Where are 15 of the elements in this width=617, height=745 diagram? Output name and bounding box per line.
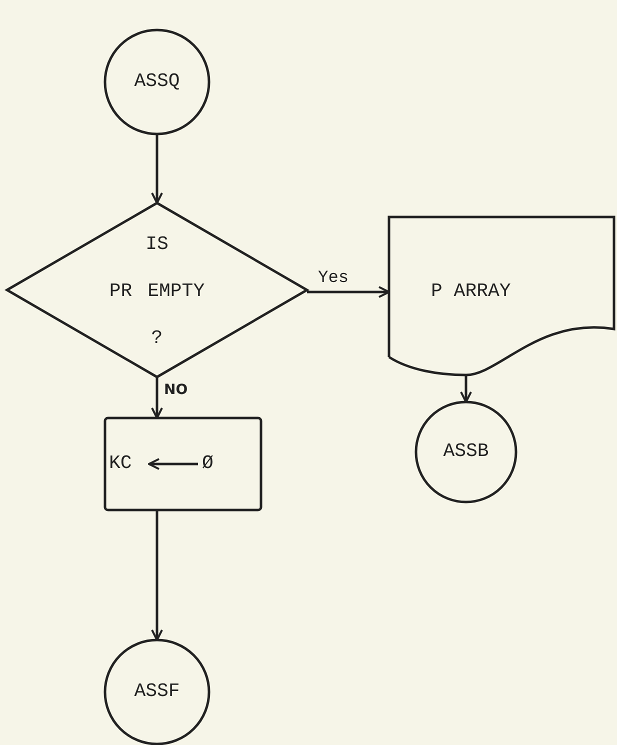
arrow [151, 377, 163, 419]
node-label: ASSQ [133, 70, 181, 92]
arrow [151, 510, 163, 641]
arrow [307, 286, 390, 298]
assigned-value: Ø [202, 452, 214, 474]
node-label: ASSF [133, 680, 181, 702]
arrow [460, 375, 472, 403]
decision-question: ? [150, 327, 164, 349]
arrow [151, 134, 163, 204]
node-label: P ARRAY [431, 280, 511, 302]
node-label: ASSB [442, 440, 490, 462]
decision-question: PR EMPTY [108, 280, 206, 302]
edge-label: NO [164, 383, 188, 397]
variable-name: KC [109, 452, 132, 474]
decision-question: IS [144, 233, 170, 255]
